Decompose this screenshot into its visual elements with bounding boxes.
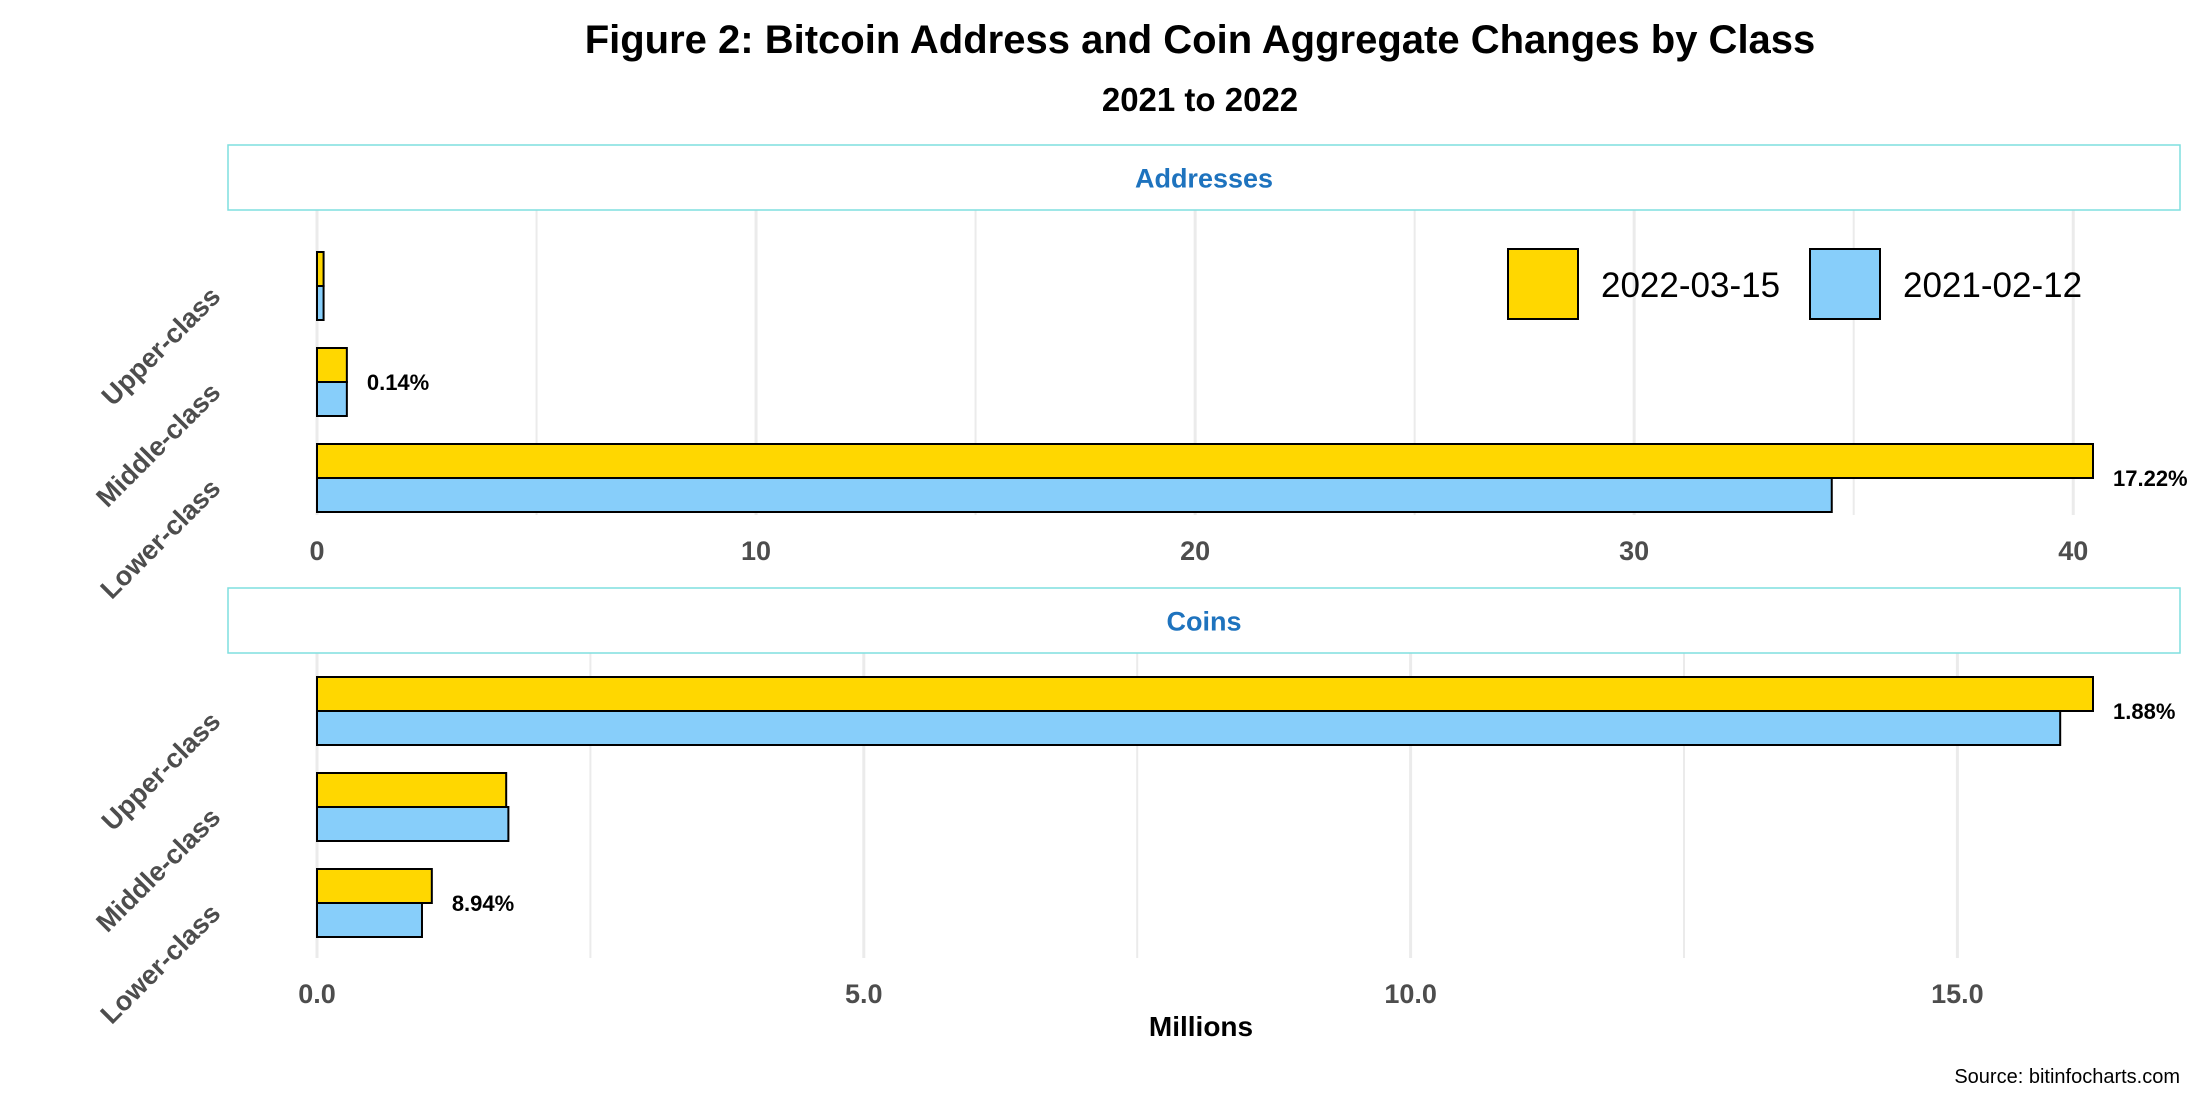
- tick-label-coins: 10.0: [1384, 979, 1437, 1009]
- legend-label-2021: 2021-02-12: [1903, 266, 2082, 305]
- data-label-addresses-middle-class: 0.14%: [367, 370, 429, 395]
- tick-label-addresses: 10: [741, 536, 771, 566]
- bar-coins-middle-class-2021-02-12: [316, 806, 510, 842]
- panel-coins: CoinsUpper-classMiddle-classLower-class1…: [90, 587, 2181, 1030]
- tick-label-addresses: 30: [1619, 536, 1649, 566]
- data-label-coins-lower-class: 8.94%: [452, 891, 514, 916]
- bar-coins-upper-class-2021-02-12: [316, 710, 2062, 746]
- strip-addresses: [227, 144, 2181, 211]
- strip-label-addresses: Addresses: [1135, 164, 1273, 194]
- strip-coins: [227, 587, 2181, 654]
- bar-addresses-middle-class-2022-03-15: [316, 347, 348, 383]
- bar-coins-upper-class-2022-03-15: [316, 676, 2094, 712]
- bar-addresses-middle-class-2021-02-12: [316, 381, 348, 417]
- chart-subtitle: 2021 to 2022: [1102, 81, 1298, 118]
- bar-coins-middle-class-2022-03-15: [316, 772, 508, 808]
- bar-addresses-lower-class-2022-03-15: [316, 443, 2094, 479]
- tick-label-coins: 0.0: [298, 979, 336, 1009]
- tick-label-addresses: 20: [1180, 536, 1210, 566]
- bar-addresses-upper-class-2021-02-12: [316, 285, 325, 321]
- tick-label-coins: 5.0: [845, 979, 883, 1009]
- tick-label-addresses: 40: [2058, 536, 2088, 566]
- strip-label-coins: Coins: [1166, 607, 1241, 637]
- bar-addresses-lower-class-2021-02-12: [316, 477, 1833, 513]
- chart-title: Figure 2: Bitcoin Address and Coin Aggre…: [585, 18, 1816, 62]
- panels-layer: AddressesUpper-classMiddle-classLower-cl…: [90, 144, 2188, 1030]
- bar-addresses-upper-class-2022-03-15: [316, 251, 325, 287]
- legend-label-2022: 2022-03-15: [1601, 266, 1780, 305]
- bar-coins-lower-class-2022-03-15: [316, 868, 433, 904]
- tick-label-addresses: 0: [309, 536, 324, 566]
- tick-label-coins: 15.0: [1931, 979, 1984, 1009]
- panel-addresses: AddressesUpper-classMiddle-classLower-cl…: [90, 144, 2188, 605]
- legend-key-2021: [1809, 248, 1881, 320]
- legend-key-2022: [1507, 248, 1579, 320]
- data-label-addresses-lower-class: 17.22%: [2113, 466, 2188, 491]
- source-note: Source: bitinfocharts.com: [1954, 1066, 2180, 1088]
- data-label-coins-upper-class: 1.88%: [2113, 699, 2175, 724]
- legend: 2022-03-15 2021-02-12: [1507, 248, 2082, 320]
- bar-coins-lower-class-2021-02-12: [316, 902, 423, 938]
- x-axis-title: Millions: [1149, 1011, 1253, 1042]
